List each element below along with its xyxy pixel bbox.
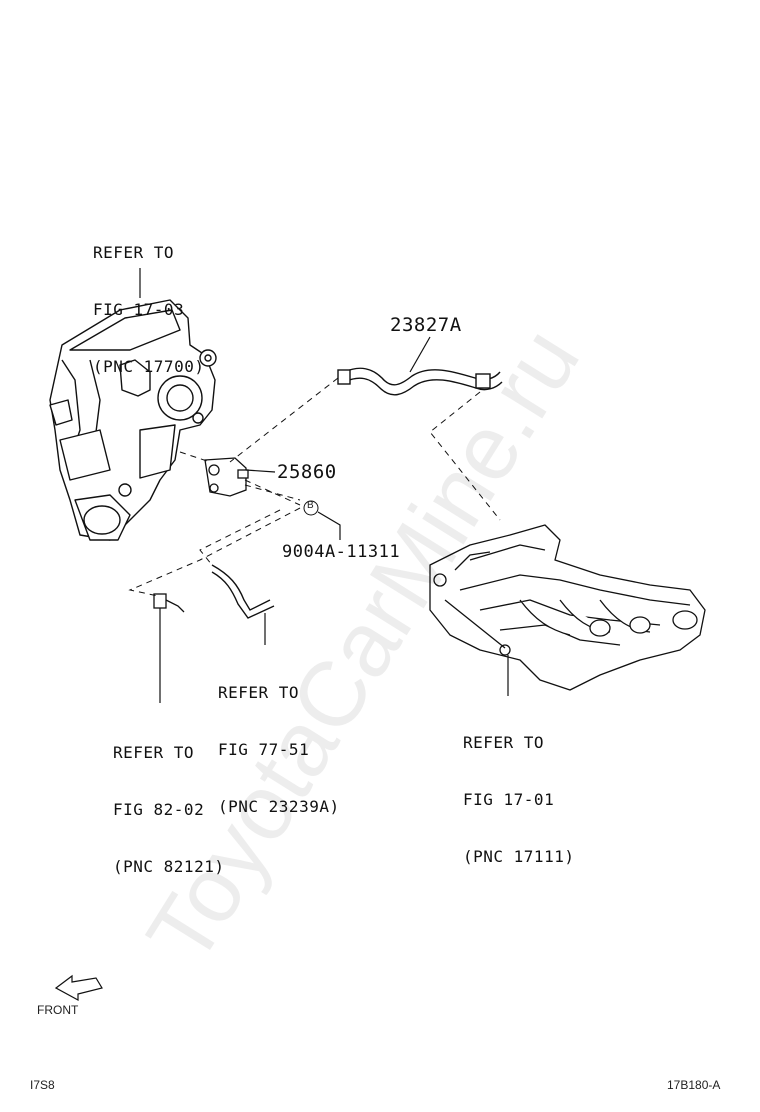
leader-line-valve (245, 469, 276, 473)
vacuum-hose (211, 564, 275, 619)
callout-sensor-left: REFER TO FIG 82-02 (PNC 82121) (113, 705, 224, 895)
callout-line: FIG 77-51 (218, 740, 310, 759)
callout-manifold-right: REFER TO FIG 17-01 (PNC 17111) (463, 695, 574, 885)
callout-line: FIG 17-01 (463, 790, 555, 809)
callout-hose-center: REFER TO FIG 77-51 (PNC 23239A) (218, 645, 340, 835)
throttle-body-assembly (49, 299, 217, 541)
callout-line: REFER TO (218, 683, 300, 702)
callout-line: REFER TO (113, 743, 195, 762)
callout-top-left: REFER TO FIG 17-03 (PNC 17700) (93, 205, 204, 395)
leader-line-bolt (317, 511, 341, 540)
part-number-hose: 23827A (390, 314, 462, 336)
callout-line: (PNC 23239A) (218, 797, 340, 816)
marker-letter-b: B (307, 500, 314, 511)
front-arrow-icon (54, 974, 103, 1002)
callout-line: REFER TO (93, 243, 175, 262)
intake-manifold (429, 524, 706, 691)
callout-line: (PNC 17700) (93, 357, 205, 376)
callout-line: (PNC 82121) (113, 857, 225, 876)
sensor-connector (153, 593, 185, 613)
callout-line: (PNC 17111) (463, 847, 575, 866)
bolt-marker-b (303, 500, 319, 516)
dashed-connections (128, 377, 501, 597)
front-label: FRONT (37, 1003, 79, 1017)
callout-line: REFER TO (463, 733, 545, 752)
callout-line: FIG 17-03 (93, 300, 185, 319)
footer-right-code: 17B180-A (667, 1078, 721, 1092)
footer-left-code: I7S8 (30, 1078, 55, 1092)
hose-23827a (337, 367, 503, 396)
part-number-valve: 25860 (277, 461, 337, 483)
leader-line-hose (409, 336, 431, 373)
part-number-bolt: 9004A-11311 (282, 542, 401, 562)
vsv-valve-25860 (204, 457, 249, 497)
callout-line: FIG 82-02 (113, 800, 205, 819)
